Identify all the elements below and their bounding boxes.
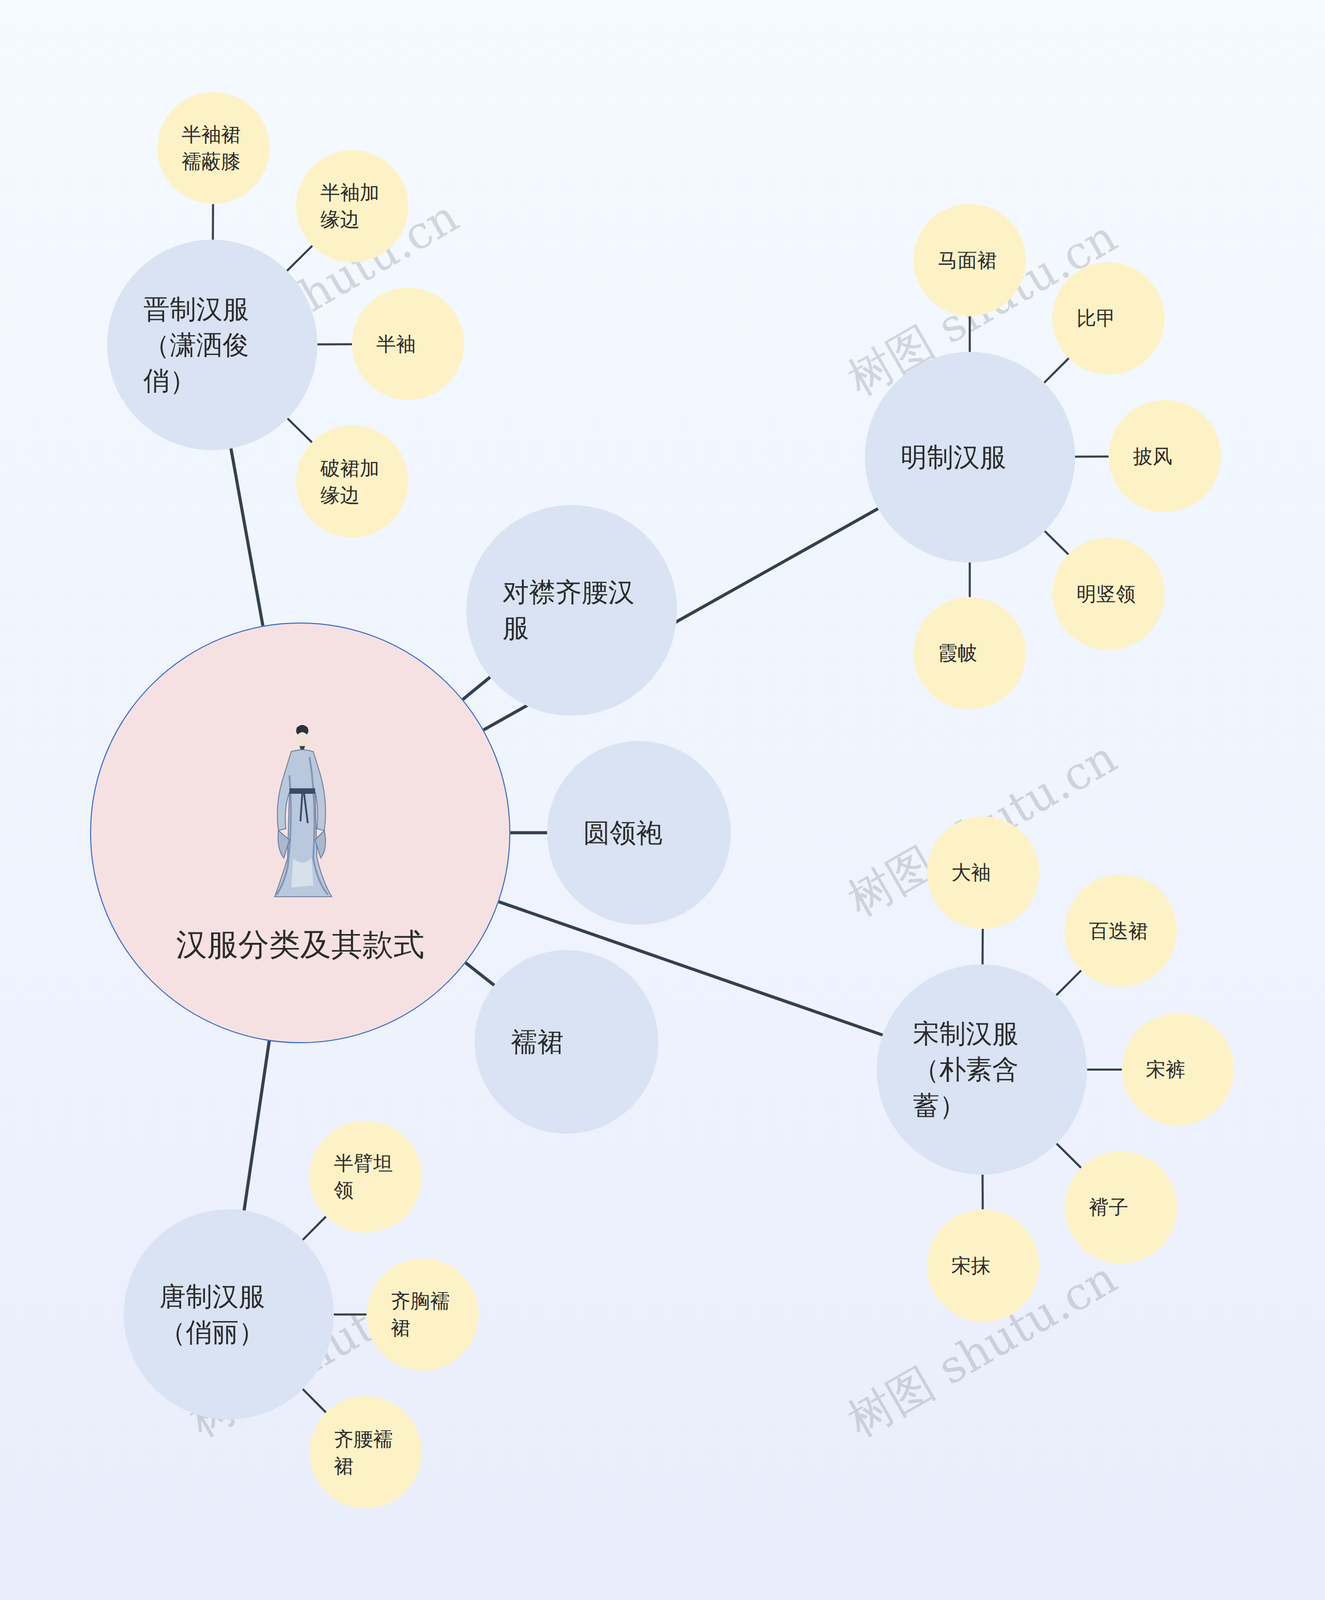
node-label: 明竖领	[1076, 580, 1141, 608]
category-circle: 晋制汉服（潇洒俊俏）	[107, 239, 318, 450]
branch-line	[968, 562, 971, 598]
style-circle: 百迭裙	[1064, 874, 1177, 988]
style-circle: 半袖	[351, 287, 465, 401]
node-label: 褙子	[1088, 1194, 1153, 1221]
branch-line	[510, 831, 548, 835]
branch-line	[244, 1040, 270, 1211]
scholar-illustration	[256, 720, 349, 905]
category-circle: 襦裙	[474, 950, 659, 1135]
branch-line	[465, 962, 495, 986]
style-circle: 半袖裙襦蔽膝	[157, 92, 270, 205]
category-circle: 明制汉服	[864, 351, 1076, 563]
branch-line	[302, 1389, 327, 1413]
branch-line	[1075, 455, 1109, 458]
style-circle: 半袖加缘边	[296, 150, 409, 263]
node-label: 襦裙	[510, 1024, 623, 1060]
node-label: 圆领袍	[583, 815, 695, 851]
style-circle: 半臂坦领	[309, 1121, 422, 1234]
node-label: 百迭裙	[1088, 917, 1153, 945]
branch-line	[1056, 970, 1082, 996]
node-label: 半袖加缘边	[320, 179, 385, 233]
node-label: 对襟齐腰汉服	[502, 574, 641, 646]
node-label: 半袖	[376, 330, 440, 358]
branch-line	[317, 343, 352, 346]
style-circle: 明竖领	[1052, 537, 1165, 651]
style-circle: 比甲	[1052, 262, 1165, 375]
style-circle: 宋裤	[1122, 1013, 1235, 1126]
branch-line	[211, 203, 214, 240]
node-label: 晋制汉服（潇洒俊俏）	[143, 291, 282, 400]
node-label: 半袖裙襦蔽膝	[181, 121, 246, 175]
style-circle: 齐腰襦裙	[309, 1396, 422, 1509]
branch-line	[286, 245, 313, 272]
branch-line	[981, 1174, 984, 1210]
node-label: 破裙加缘边	[320, 454, 385, 509]
style-circle: 大袖	[926, 816, 1040, 930]
category-circle: 圆领袍	[547, 741, 731, 925]
category-circle: 唐制汉服（俏丽）	[123, 1209, 334, 1420]
branch-line	[302, 1216, 327, 1241]
branch-line	[981, 929, 984, 965]
category-circle: 宋制汉服（朴素含蓄）	[876, 964, 1087, 1175]
node-label: 马面裙	[937, 246, 1002, 274]
style-circle: 宋抹	[926, 1209, 1040, 1322]
style-circle: 破裙加缘边	[296, 425, 409, 538]
root-circle: 汉服分类及其款式	[90, 622, 511, 1044]
branch-line	[1086, 1068, 1122, 1071]
node-label: 半臂坦领	[333, 1150, 398, 1204]
style-circle: 齐胸襦裙	[366, 1258, 479, 1372]
node-label: 宋抹	[951, 1252, 1015, 1280]
node-label: 宋裤	[1145, 1056, 1210, 1084]
node-label: 明制汉服	[900, 439, 1039, 476]
branch-line	[287, 418, 312, 443]
branch-line	[333, 1313, 367, 1316]
style-circle: 马面裙	[913, 203, 1026, 317]
style-circle: 褙子	[1064, 1151, 1177, 1264]
node-label: 比甲	[1076, 304, 1141, 332]
node-label: 霞帔	[937, 639, 1002, 667]
style-circle: 霞帔	[913, 597, 1026, 710]
node-label: 宋制汉服（朴素含蓄）	[913, 1016, 1052, 1124]
root-title: 汉服分类及其款式	[91, 925, 510, 964]
branch-line	[462, 676, 491, 700]
branch-line	[1056, 1143, 1081, 1169]
branch-line	[968, 316, 971, 352]
node-label: 齐胸襦裙	[390, 1287, 455, 1342]
category-circle: 对襟齐腰汉服	[466, 505, 677, 716]
node-label: 唐制汉服（俏丽）	[159, 1278, 298, 1351]
branch-line	[1044, 531, 1069, 555]
node-label: 齐腰襦裙	[333, 1425, 398, 1480]
branch-line	[230, 448, 263, 627]
node-label: 大袖	[951, 859, 1015, 887]
style-circle: 披风	[1108, 400, 1221, 513]
branch-line	[1043, 358, 1069, 384]
node-label: 披风	[1132, 443, 1197, 470]
